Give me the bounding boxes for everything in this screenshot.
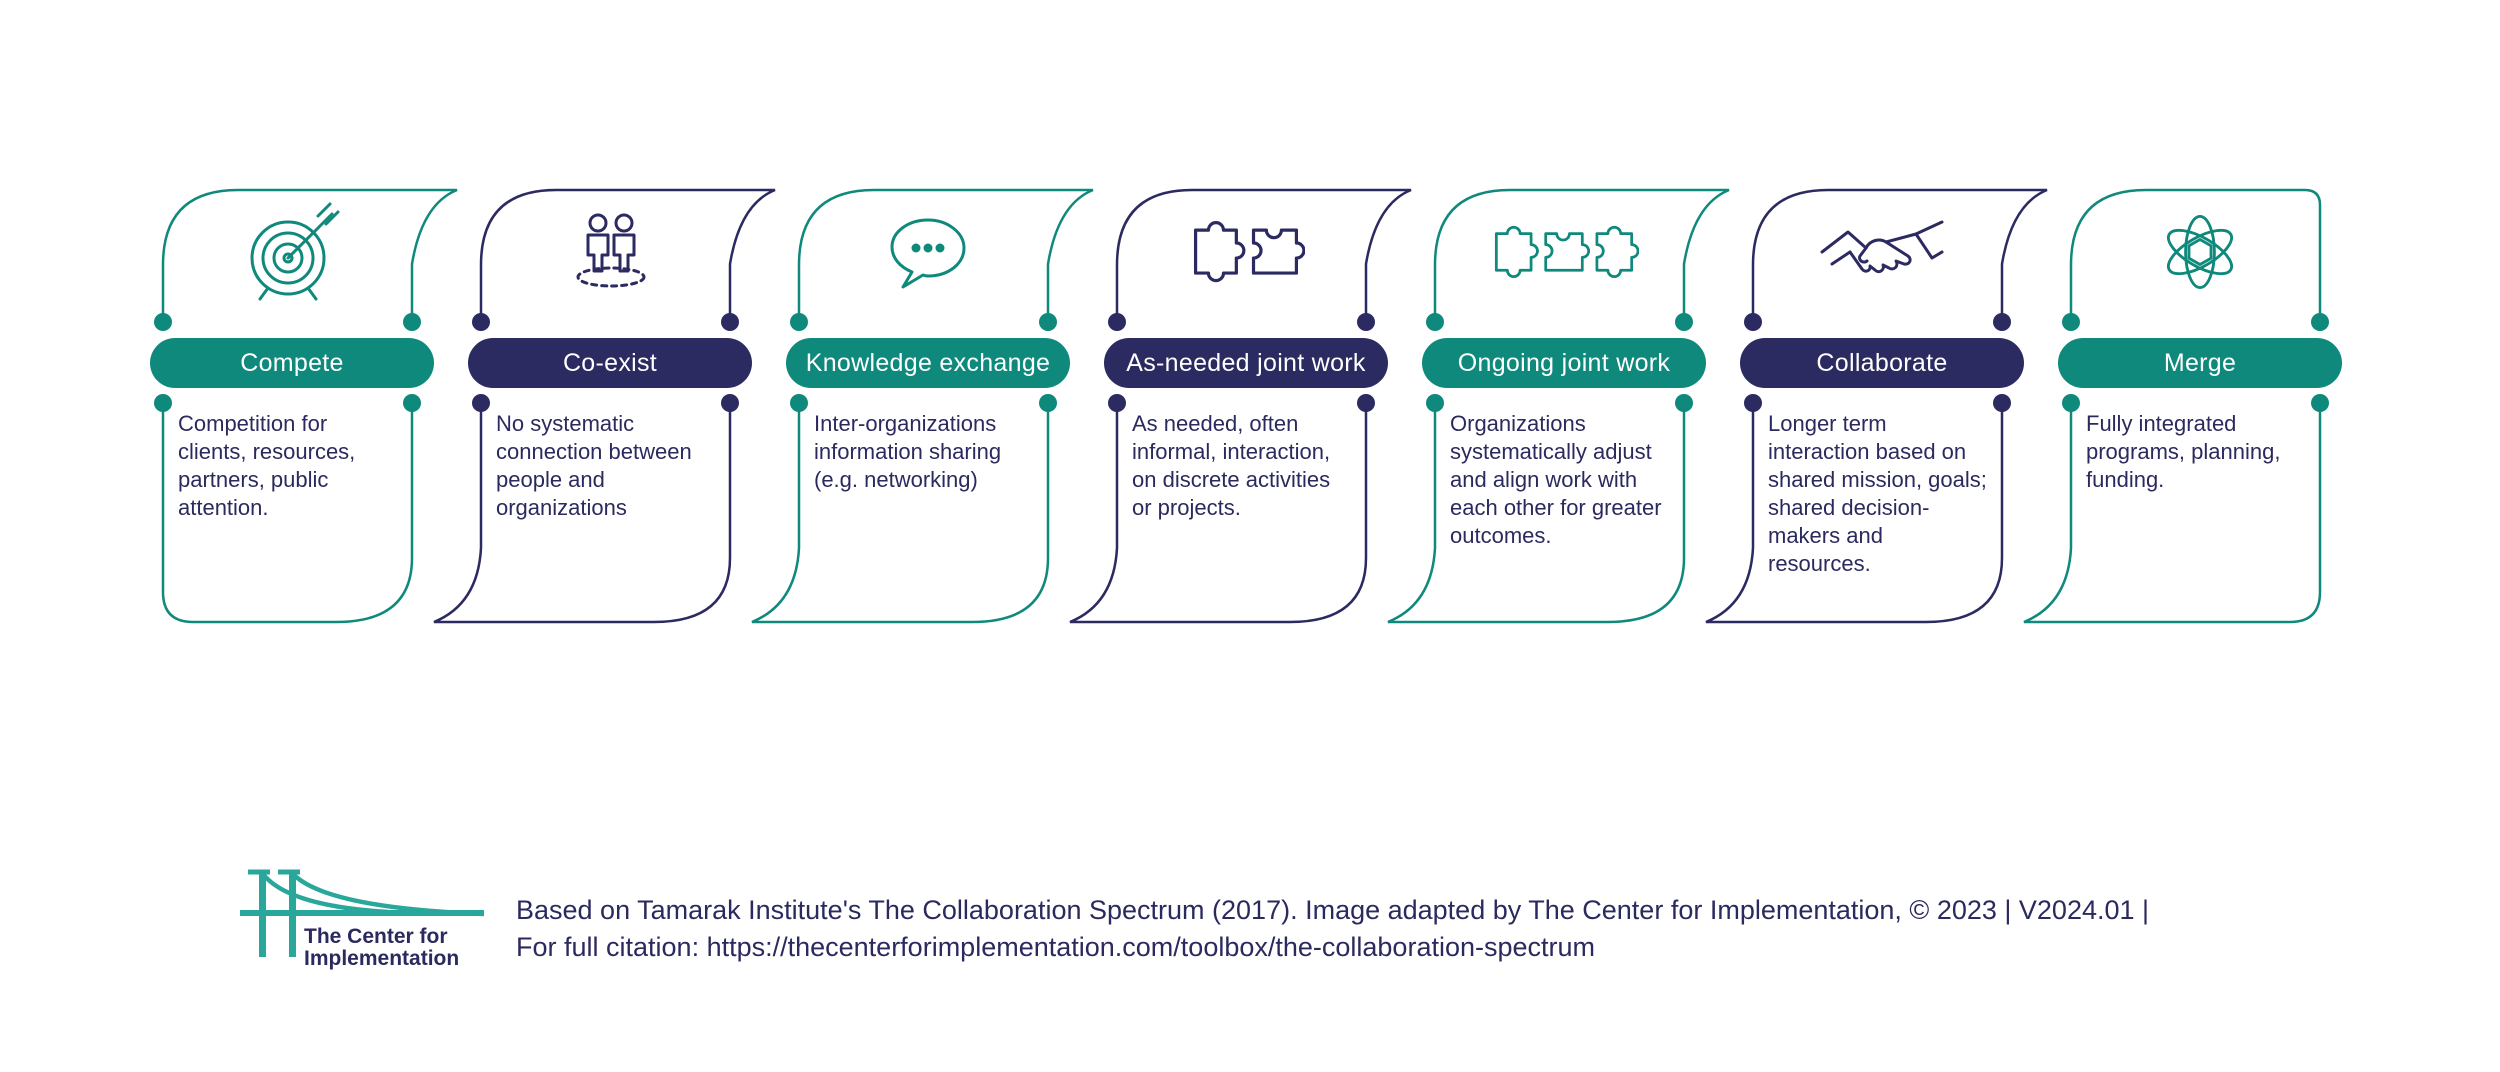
connector-dot	[2062, 394, 2080, 412]
citation-text: Based on Tamarak Institute's The Collabo…	[516, 892, 2316, 966]
target-icon	[250, 202, 340, 301]
stage-description: As needed, often informal, interaction, …	[1132, 411, 1331, 520]
connector-dot	[1675, 313, 1693, 331]
stage-description: Organizations systematically adjust and …	[1450, 411, 1662, 548]
connector-dot	[1039, 313, 1057, 331]
people-icon	[576, 213, 646, 288]
stage-pill: Co-exist	[468, 338, 752, 388]
connector-dot	[403, 313, 421, 331]
bracket-shape	[1069, 188, 1412, 624]
atom-icon	[2166, 215, 2234, 289]
logo-text-line1: The Center for	[304, 925, 448, 948]
stage-pill: Knowledge exchange	[786, 338, 1070, 388]
connector-dot	[790, 313, 808, 331]
citation-line2: For full citation: https://thecenterfori…	[516, 932, 1596, 962]
connector-dot	[1426, 313, 1444, 331]
speech-bubble-icon	[890, 218, 966, 289]
connector-dot	[1108, 394, 1126, 412]
connector-dot	[472, 313, 490, 331]
stage-description: Fully integrated programs, planning, fun…	[2086, 411, 2281, 492]
citation-line1: Based on Tamarak Institute's The Collabo…	[516, 895, 2150, 925]
stage-pill: Ongoing joint work	[1422, 338, 1706, 388]
stage-pill: Collaborate	[1740, 338, 2024, 388]
connector-dot	[154, 313, 172, 331]
connector-dot	[1426, 394, 1444, 412]
logo-text-line2: Implementation	[304, 947, 459, 970]
connector-dot	[1993, 313, 2011, 331]
connector-dot	[1039, 394, 1057, 412]
bracket-shape	[433, 188, 776, 624]
stage-pill: As-needed joint work	[1104, 338, 1388, 388]
connector-dot	[2311, 394, 2329, 412]
handshake-icon	[1820, 220, 1944, 274]
bracket-shape	[154, 188, 458, 624]
spectrum-column-co-exist: Co-exist No systematic connection between…	[433, 180, 776, 650]
stage-description: Longer term interaction based on shared …	[1768, 411, 1987, 576]
connector-dot	[472, 394, 490, 412]
bracket-shape	[2023, 188, 2329, 624]
connector-dot	[2062, 313, 2080, 331]
connector-dot	[721, 394, 739, 412]
org-logo: The Center for Implementation	[240, 869, 485, 970]
bracket-shape	[1387, 188, 1730, 624]
stage-pill: Compete	[150, 338, 434, 388]
connector-dot	[154, 394, 172, 412]
connector-dot	[721, 313, 739, 331]
bridge-icon	[240, 869, 485, 957]
connector-dot	[1357, 313, 1375, 331]
connector-dot	[1744, 394, 1762, 412]
bracket-shape	[1705, 188, 2048, 624]
spectrum-column-as-needed-joint-work: As-needed joint work As needed, often inf…	[1069, 180, 1412, 650]
connector-dot	[1993, 394, 2011, 412]
bracket-shape	[751, 188, 1094, 624]
stage-description: Competition for clients, resources, part…	[178, 411, 356, 520]
puzzle-two-icon	[1193, 221, 1305, 283]
stage-description: Inter-organizations information sharing …	[814, 411, 1002, 492]
stage-pill: Merge	[2058, 338, 2342, 388]
connector-dot	[790, 394, 808, 412]
connector-dot	[1744, 313, 1762, 331]
connector-dot	[403, 394, 421, 412]
puzzle-three-icon	[1494, 225, 1639, 279]
connector-dot	[1675, 394, 1693, 412]
connector-dot	[1357, 394, 1375, 412]
stage-description: No systematic connection between people …	[496, 411, 692, 520]
connector-dot	[1108, 313, 1126, 331]
connector-dot	[2311, 313, 2329, 331]
